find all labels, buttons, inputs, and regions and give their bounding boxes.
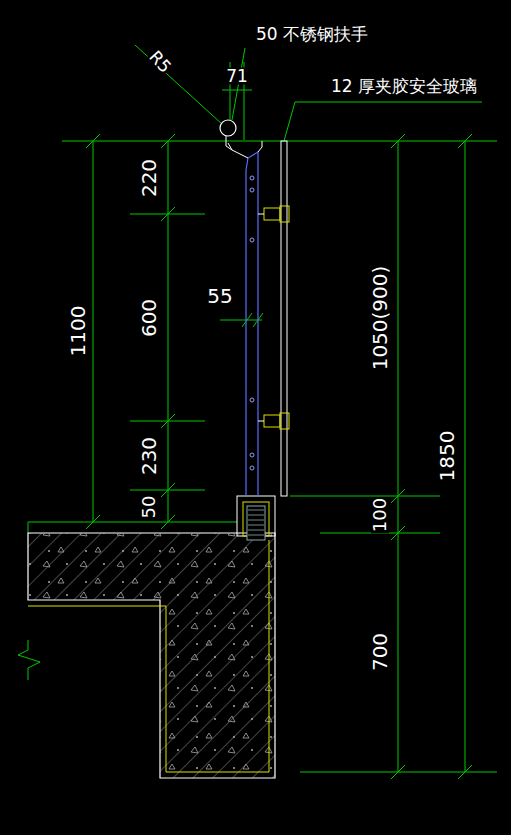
dimension-text: 600 bbox=[139, 298, 159, 338]
dimension-text: 220 bbox=[139, 158, 159, 198]
dimension-text: 1050(900) bbox=[370, 265, 390, 372]
dimension-text: 71 bbox=[225, 68, 249, 85]
dimension-text: 700 bbox=[370, 632, 390, 672]
concrete-slab bbox=[28, 533, 275, 778]
steel-post bbox=[246, 152, 258, 496]
dimension-text: 100 bbox=[371, 497, 389, 533]
dimension-text: 1850 bbox=[437, 430, 457, 483]
part-label: 50 不锈钢扶手 bbox=[255, 26, 369, 43]
glass-clamp bbox=[258, 206, 289, 429]
part-label: 12 厚夹胶安全玻璃 bbox=[330, 78, 478, 95]
dimension-text: 55 bbox=[206, 286, 233, 306]
dimension-text: 230 bbox=[139, 436, 159, 476]
dimension-text: 50 bbox=[140, 495, 158, 520]
dimension-text: 1100 bbox=[68, 305, 88, 358]
radius-label: R5 bbox=[145, 47, 174, 77]
handrail-tube bbox=[220, 120, 236, 136]
laminated-glass bbox=[281, 141, 287, 496]
dimension-lines bbox=[18, 45, 497, 779]
